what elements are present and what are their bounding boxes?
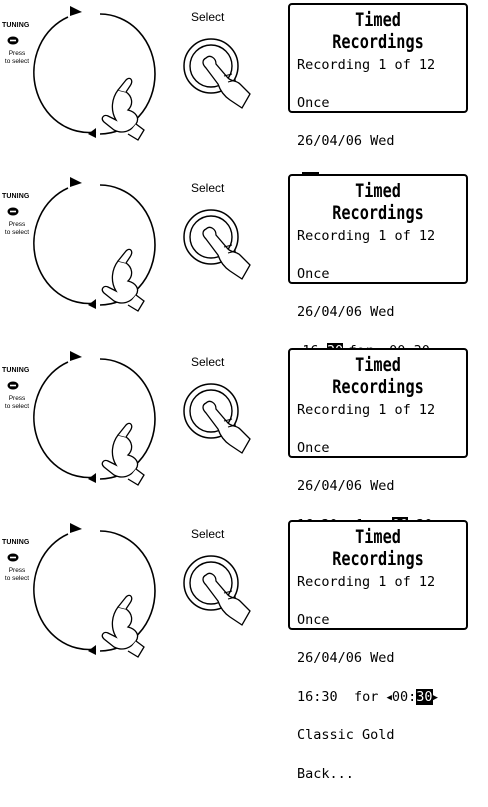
frequency-line: Once — [297, 611, 330, 628]
recording-number-line: Recording 1 of 12 — [297, 401, 436, 418]
date-line: 26/04/06 Wed — [297, 650, 395, 667]
screen-title: Timed Recordings — [332, 526, 424, 570]
screen-title: Timed Recordings — [332, 354, 424, 398]
date-line: 26/04/06 Wed — [297, 133, 395, 150]
select-label: Select — [191, 181, 225, 195]
date-line: 26/04/06 Wed — [297, 478, 395, 495]
tuning-dial-rotate-icon — [33, 523, 156, 658]
lcd-display: Timed Recordings Recording 1 of 12 Once … — [288, 174, 468, 434]
tuning-label: TUNING — [2, 22, 30, 29]
tuning-dial-rotate-icon — [33, 177, 156, 312]
recording-number-line: Recording 1 of 12 — [297, 227, 436, 244]
tuning-knob-icon — [7, 207, 19, 216]
select-button-press-icon — [183, 38, 251, 109]
select-label: Select — [191, 10, 225, 24]
duration-hour-value: 00 — [391, 688, 409, 705]
tuning-knob-icon — [7, 553, 19, 562]
tuning-label: TUNING — [2, 539, 30, 546]
select-button-press-icon — [183, 383, 251, 454]
tuning-label: TUNING — [2, 367, 30, 374]
select-button-press-icon — [183, 209, 251, 280]
lcd-display: Timed Recordings Recording 1 of 12 Once … — [288, 348, 468, 608]
screen-lines: Recording 1 of 12 Once 26/04/06 Wed 16:3… — [297, 550, 438, 806]
tuning-knob-icon — [7, 381, 19, 390]
lcd-display: Timed Recordings Recording 1 of 12 Once … — [288, 520, 468, 780]
select-label: Select — [191, 355, 225, 369]
screen-title: Timed Recordings — [332, 9, 424, 53]
start-minute-value: 30 — [321, 688, 338, 705]
recording-number-line: Recording 1 of 12 — [297, 56, 436, 73]
select-button-press-icon — [183, 555, 251, 626]
screen-title: Timed Recordings — [332, 180, 424, 224]
duration-minute-value: 30 — [416, 688, 433, 705]
start-hour-value: 16 — [297, 688, 314, 705]
tuning-label: TUNING — [2, 193, 30, 200]
select-label: Select — [191, 527, 225, 541]
frequency-line: Once — [297, 439, 330, 456]
tuning-dial-rotate-icon — [33, 351, 156, 486]
station-line: Classic Gold — [297, 727, 395, 744]
tuning-knob-icon — [7, 36, 19, 45]
lcd-display: Timed Recordings Recording 1 of 12 Once … — [288, 3, 468, 263]
tuning-dial-rotate-icon — [33, 6, 156, 141]
right-arrow-icon: ▶ — [432, 692, 438, 703]
frequency-line: Once — [297, 94, 330, 111]
date-line: 26/04/06 Wed — [297, 304, 395, 321]
frequency-line: Once — [297, 265, 330, 282]
recording-number-line: Recording 1 of 12 — [297, 573, 436, 590]
back-line: Back... — [297, 765, 354, 782]
time-line: 16:30 for ◀00:30▶ — [297, 688, 438, 705]
